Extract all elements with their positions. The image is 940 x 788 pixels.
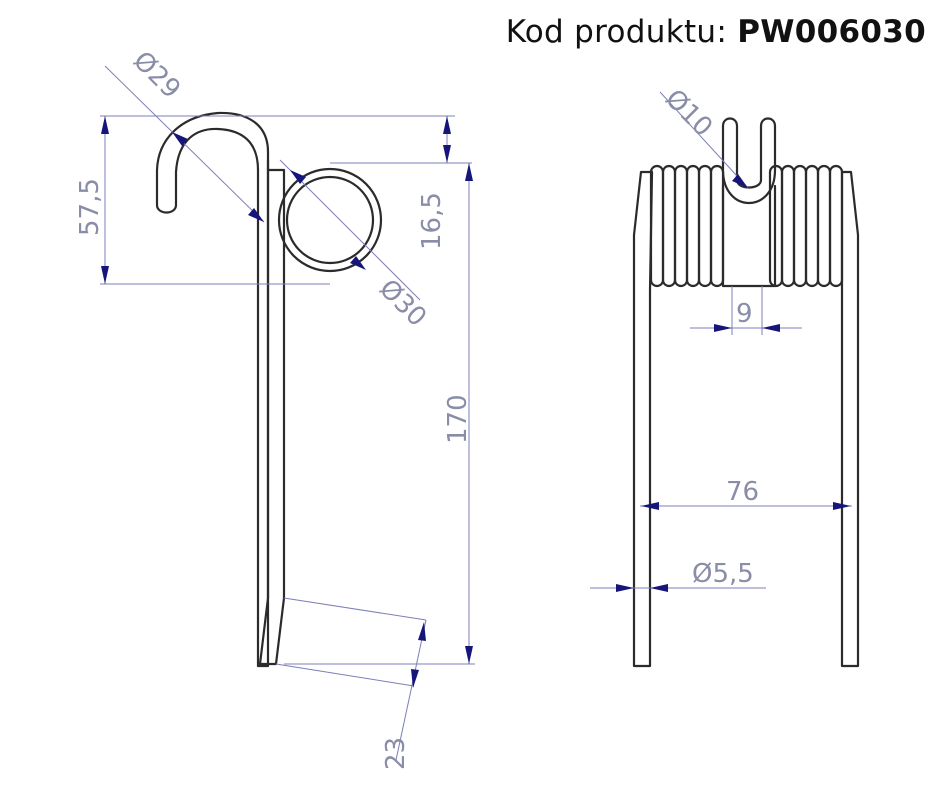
dim-10-leader <box>659 91 749 189</box>
dim-30-leader <box>279 159 421 301</box>
arrow <box>833 502 851 510</box>
label-wire-diameter: Ø5,5 <box>692 559 754 589</box>
arrow <box>641 502 659 510</box>
product-code-label: Kod produktu: <box>505 14 728 50</box>
arrow <box>762 324 780 332</box>
label-width: 76 <box>726 477 759 507</box>
arrow <box>465 163 473 181</box>
dim-23-ext-top <box>283 597 427 621</box>
arrow <box>101 116 109 134</box>
dim-29-leader <box>104 65 265 223</box>
arrow <box>732 174 748 188</box>
label-inner-diameter: Ø10 <box>659 84 718 143</box>
dim-23-ext-bottom <box>275 663 415 687</box>
label-height-top: 57,5 <box>75 178 105 236</box>
coil-outer <box>277 167 383 273</box>
shaft-outline <box>258 168 286 666</box>
arrow <box>443 145 451 163</box>
label-coil-diameter: Ø30 <box>373 274 432 333</box>
dim-23-line <box>395 619 427 761</box>
arrow <box>465 646 473 664</box>
left-leg <box>632 170 654 668</box>
coil-windings-right <box>768 164 844 288</box>
arrow <box>290 170 306 184</box>
product-code-title: Kod produktu: PW006030 <box>506 14 926 50</box>
arrow <box>101 266 109 284</box>
label-length: 170 <box>443 394 473 444</box>
side-view: Ø29 57,5 16,5 Ø30 170 23 <box>75 46 475 770</box>
arrow <box>616 584 634 592</box>
label-tip: 23 <box>381 737 411 770</box>
arrow <box>350 256 366 270</box>
label-gap: 9 <box>736 299 753 329</box>
coil-windings-left <box>649 164 725 288</box>
arrow <box>248 208 264 222</box>
center-loop <box>721 117 777 205</box>
arrow <box>443 116 451 134</box>
hook-outline <box>155 111 270 668</box>
right-leg <box>840 170 860 668</box>
arrow <box>418 622 426 641</box>
arrow <box>650 584 668 592</box>
arrow <box>172 132 188 146</box>
front-view: Ø10 9 76 Ø5,5 <box>590 84 860 668</box>
loop-base <box>721 184 777 288</box>
product-code-value: PW006030 <box>737 14 926 50</box>
arrow <box>411 669 419 688</box>
arrow <box>714 324 732 332</box>
coil-inner <box>285 175 375 265</box>
label-offset: 16,5 <box>417 192 447 250</box>
